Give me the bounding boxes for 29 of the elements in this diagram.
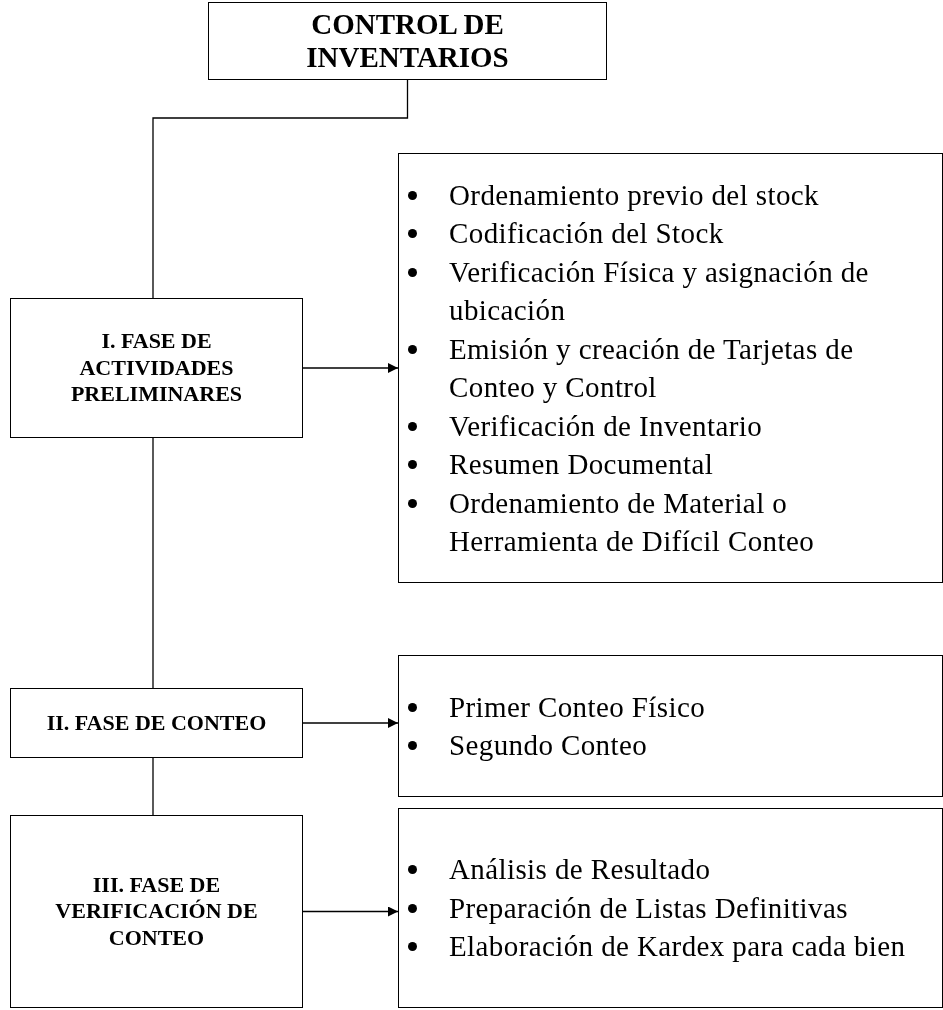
- phase-label: I. FASE DE ACTIVIDADES PRELIMINARES: [69, 328, 244, 408]
- bullet-item: Análisis de Resultado: [449, 852, 711, 888]
- arrow: [302, 363, 399, 373]
- phase-box: [10, 688, 303, 758]
- arrow: [302, 906, 399, 917]
- connector-line: [152, 437, 154, 689]
- bullet-list-box: [398, 808, 943, 1008]
- bullet-item: Emisión y creación de Tarjetas de Conteo y Control: [449, 331, 855, 405]
- connector-line: [152, 79, 409, 299]
- arrow: [302, 718, 399, 728]
- bullet-list-box: [398, 655, 943, 797]
- bullet-item: Segundo Conteo: [449, 728, 648, 763]
- bullet-item: Primer Conteo Físico: [449, 689, 706, 725]
- phase-box: [10, 298, 303, 438]
- bullet-list-box: [398, 153, 943, 583]
- bullet-item: Ordenamiento previo del stock: [449, 177, 819, 213]
- phase-label: III. FASE DE VERIFICACIÓN DE CONTEO: [54, 871, 259, 952]
- title-box: [208, 2, 607, 80]
- bullet-item: Preparación de Listas Definitivas: [449, 890, 848, 926]
- bullet-item: Ordenamiento de Material o Herramienta de Difícil Conteo: [449, 485, 816, 559]
- bullet-item: Elaboración de Kardex para cada bien: [449, 929, 906, 965]
- title-text: CONTROL DE INVENTARIOS: [305, 7, 510, 75]
- connector-line: [152, 757, 154, 816]
- phase-label: II. FASE DE CONTEO: [46, 709, 267, 737]
- bullet-item: Resumen Documental: [449, 447, 714, 482]
- bullet-item: Verificación de Inventario: [449, 408, 763, 444]
- phase-box: [10, 815, 303, 1008]
- bullet-item: Codificación del Stock: [449, 216, 724, 251]
- bullet-item: Verificación Física y asignación de ubicación: [449, 254, 870, 328]
